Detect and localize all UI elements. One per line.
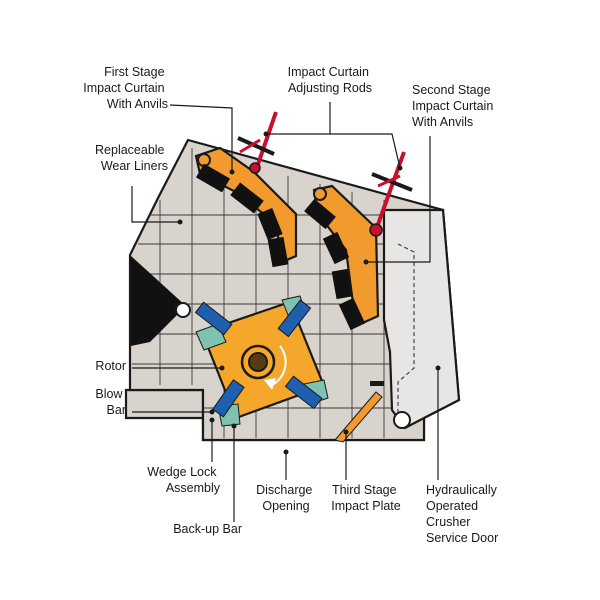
label-backup-bar: Back-up Bar [173, 522, 242, 536]
anvil [304, 198, 336, 230]
blow-bar [284, 375, 323, 410]
anvil [267, 236, 289, 268]
door-hinge-icon [393, 411, 411, 429]
service-door [382, 208, 461, 430]
anvil [230, 182, 264, 214]
label-discharge: Discharge Opening [256, 483, 316, 513]
label-third-stage: Third Stage Impact Plate [331, 483, 401, 513]
anvil [322, 231, 350, 265]
third-stage-impact-plate [334, 391, 383, 443]
anvil [338, 297, 366, 331]
blow-bar [277, 299, 312, 338]
rod-pivot-icon [249, 162, 261, 174]
feed-liner [131, 256, 186, 346]
label-wear-liners: Replaceable Wear Liners [95, 143, 168, 173]
label-service-door: Hydraulically Operated Crusher Service D… [426, 483, 500, 545]
rod-pivot-icon [369, 223, 383, 237]
blow-bar [194, 301, 233, 336]
service-door-hinge-line [397, 243, 415, 420]
label-blow-bar: Blow Bar [95, 387, 126, 417]
label-second-stage: Second Stage Impact Curtain With Anvils [412, 83, 497, 129]
rotor [194, 295, 329, 427]
leader-lines [131, 102, 441, 522]
blow-bar [212, 379, 245, 418]
anvil [196, 163, 230, 193]
feed-pivot-icon [175, 302, 191, 318]
first-stage-curtain [194, 146, 298, 268]
label-rotor: Rotor [95, 359, 126, 373]
second-stage-curtain [304, 184, 380, 331]
rotation-arrow-icon [269, 345, 287, 387]
label-adjusting-rods: Impact Curtain Adjusting Rods [288, 65, 373, 95]
door-cylinder-icon [370, 381, 384, 386]
adjusting-rod-first [237, 111, 278, 174]
anvil [331, 268, 353, 300]
label-first-stage: First Stage Impact Curtain With Anvils [83, 65, 168, 111]
label-wedge-lock: Wedge Lock Assembly [147, 465, 220, 495]
anvil [257, 208, 283, 240]
